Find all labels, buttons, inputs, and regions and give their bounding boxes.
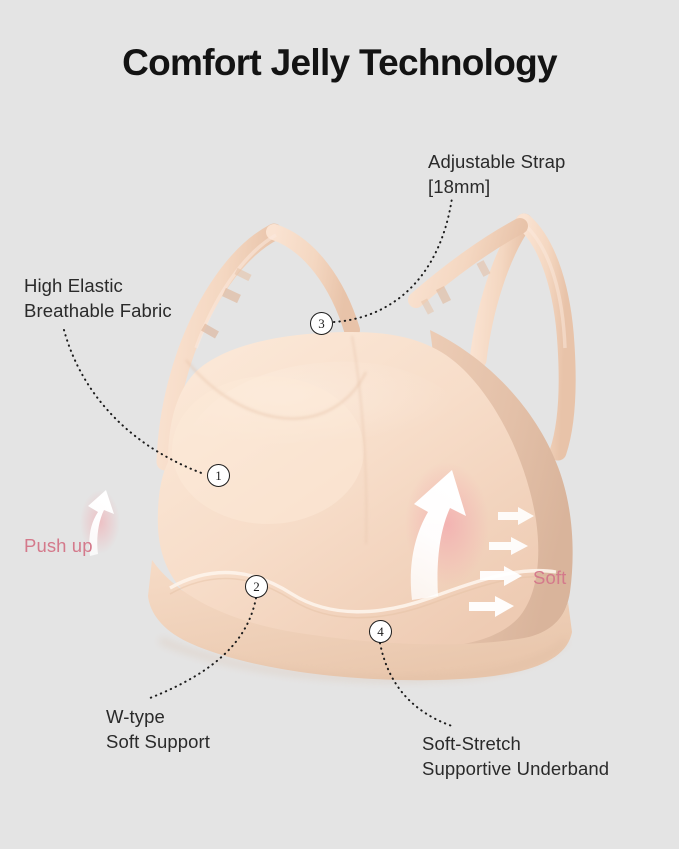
callout-badge-4: 4 [369,620,392,643]
page-title: Comfort Jelly Technology [122,42,557,83]
leader-line-1 [63,329,205,475]
push-up-arrow-small [80,490,120,556]
accent-label-push-up: Push up [24,535,93,556]
leader-line-3 [333,197,453,323]
neckline [185,359,368,420]
callout-badge-2: 2 [245,575,268,598]
callout-label-adjustable-strap: Adjustable Strap [18mm] [428,151,566,197]
callout-badge-3: 3 [310,312,333,335]
callout-label-w-type-soft-support: W-type Soft Support [106,706,211,752]
soft-arrows-icon [469,507,534,617]
right-shoulder-strap [408,213,576,461]
leader-line-4 [379,642,453,727]
callout-label-soft-stretch-supportive-underband: Soft-Stretch Supportive Underband [422,733,610,779]
callout-label-high-elastic-breathable-fabric: High Elastic Breathable Fabric [24,275,172,321]
push-up-arrow-large [405,462,489,600]
left-shoulder-strap [156,223,360,471]
leader-line-2 [149,597,257,699]
callout-badge-1: 1 [207,464,230,487]
accent-label-soft: Soft [533,567,567,588]
leader-lines [63,197,453,727]
underband [148,560,572,681]
cup-seam [351,335,368,545]
